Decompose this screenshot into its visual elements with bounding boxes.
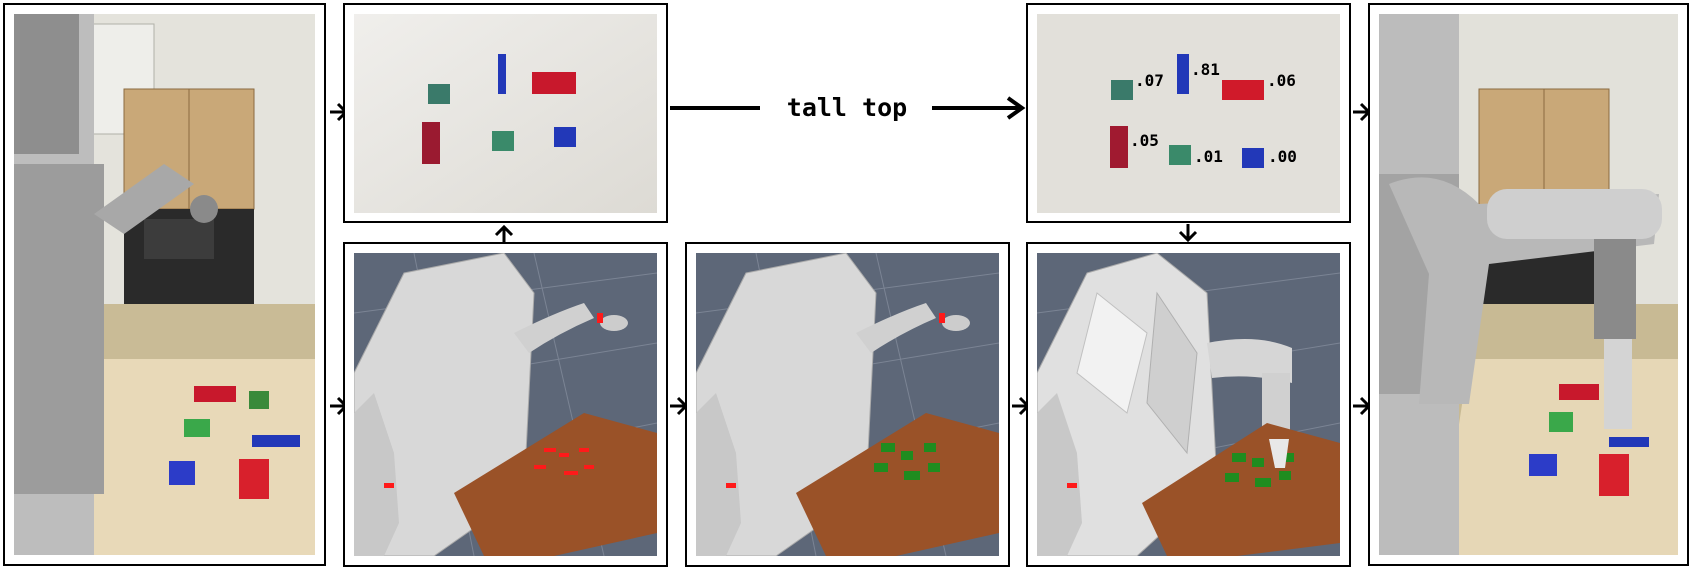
query-arrow: tall top (670, 93, 1030, 123)
arrow-down-to-grasp-plan (1176, 222, 1200, 244)
sim-grasp-panel (1026, 242, 1351, 567)
score-green-top: .07 (1135, 71, 1164, 90)
scored-view-photo (1037, 14, 1340, 213)
real-scene-after-panel (1368, 3, 1689, 566)
sim-modeled-panel (685, 242, 1010, 567)
real-scene-after-photo (1379, 14, 1678, 555)
score-red-long: .06 (1267, 71, 1296, 90)
arrow-up-to-tabletop-view (492, 224, 516, 244)
real-scene-before-panel (3, 3, 326, 566)
score-green-bottom: .01 (1194, 147, 1223, 166)
score-red-standing: .05 (1130, 131, 1159, 150)
tabletop-view-panel (343, 3, 668, 223)
query-label: tall top (786, 93, 908, 122)
sim-modeled-render (696, 253, 999, 556)
sim-detected-panel (343, 242, 668, 567)
real-scene-before-photo (14, 14, 315, 555)
score-blue-small: .00 (1268, 147, 1297, 166)
tabletop-view-photo (354, 14, 657, 213)
sim-grasp-render (1037, 253, 1340, 556)
scored-view-panel: .07 .81 .06 .05 .01 .00 (1026, 3, 1351, 223)
score-blue-tall: .81 (1191, 60, 1220, 79)
sim-detected-render (354, 253, 657, 556)
